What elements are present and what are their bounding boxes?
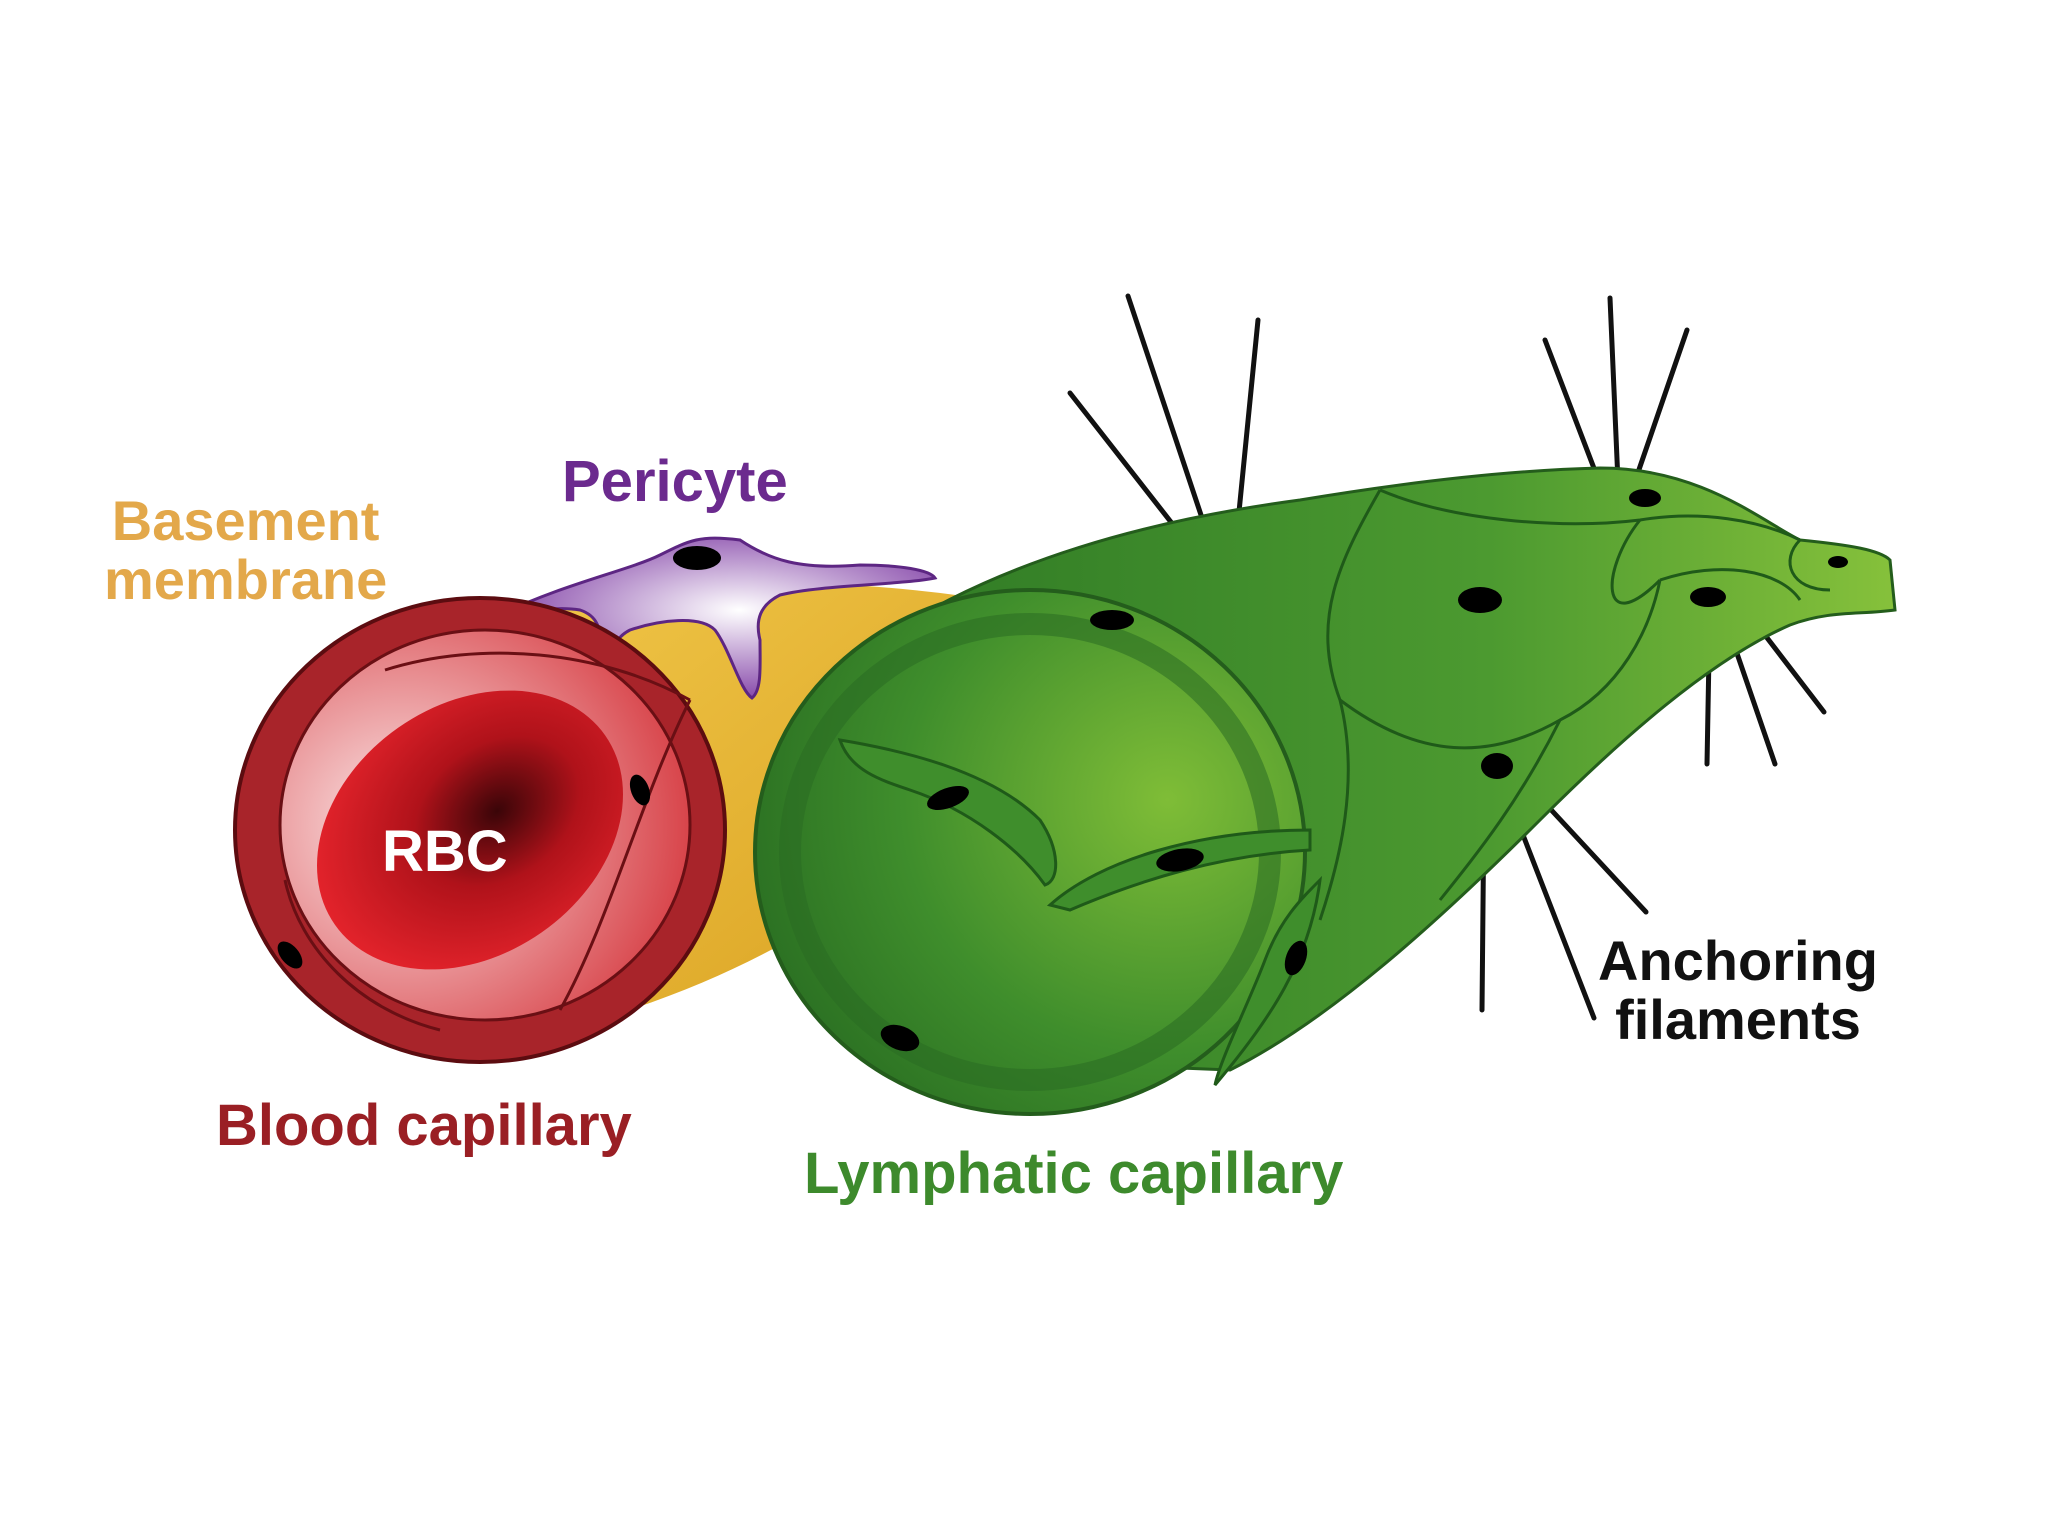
endothelial-nucleus (1690, 587, 1726, 607)
endothelial-nucleus (277, 941, 303, 969)
anchoring-filament (1067, 390, 1188, 543)
anchoring-filament (1607, 295, 1621, 485)
red-blood-cell (317, 690, 623, 970)
blood-capillary-label: Blood capillary (216, 1093, 632, 1158)
endothelial-nucleus (629, 774, 651, 806)
endothelial-nucleus (1284, 940, 1308, 976)
anchoring-filament (1125, 293, 1208, 530)
rbc-label: RBC (382, 819, 508, 884)
anchoring-filaments-label: Anchoring filaments (1598, 929, 1878, 1051)
lymphatic-nuclei (880, 489, 1848, 1052)
endothelial-nucleus (1629, 489, 1661, 507)
endothelial-nucleus (1828, 556, 1848, 568)
pericyte-nucleus (673, 546, 721, 570)
cell-junctions (1318, 488, 1831, 921)
lymphatic-capillary-label: Lymphatic capillary (804, 1141, 1344, 1206)
endothelial-nucleus (1156, 848, 1204, 872)
endothelial-nucleus (1090, 610, 1134, 630)
anchoring-filaments-label-line2: filaments (1615, 987, 1861, 1051)
endothelial-cell-outline (283, 651, 692, 1032)
anchoring-filament (1235, 317, 1261, 525)
basement-membrane-label-line1: Basement (111, 489, 380, 552)
endothelial-nucleus (927, 785, 969, 811)
basement-membrane-label: Basement membrane (104, 489, 388, 611)
anchoring-filaments-label-line1: Anchoring (1598, 929, 1878, 992)
anchoring-filament (1542, 337, 1603, 487)
basement-membrane-label-line2: membrane (104, 547, 388, 611)
endothelial-nucleus (1458, 587, 1502, 613)
endothelial-nucleus (880, 1024, 920, 1052)
endothelial-nucleus (1481, 753, 1513, 779)
endothelial-flap (837, 738, 1058, 887)
pericyte-label: Pericyte (562, 449, 788, 514)
anchoring-filament (1630, 327, 1690, 490)
